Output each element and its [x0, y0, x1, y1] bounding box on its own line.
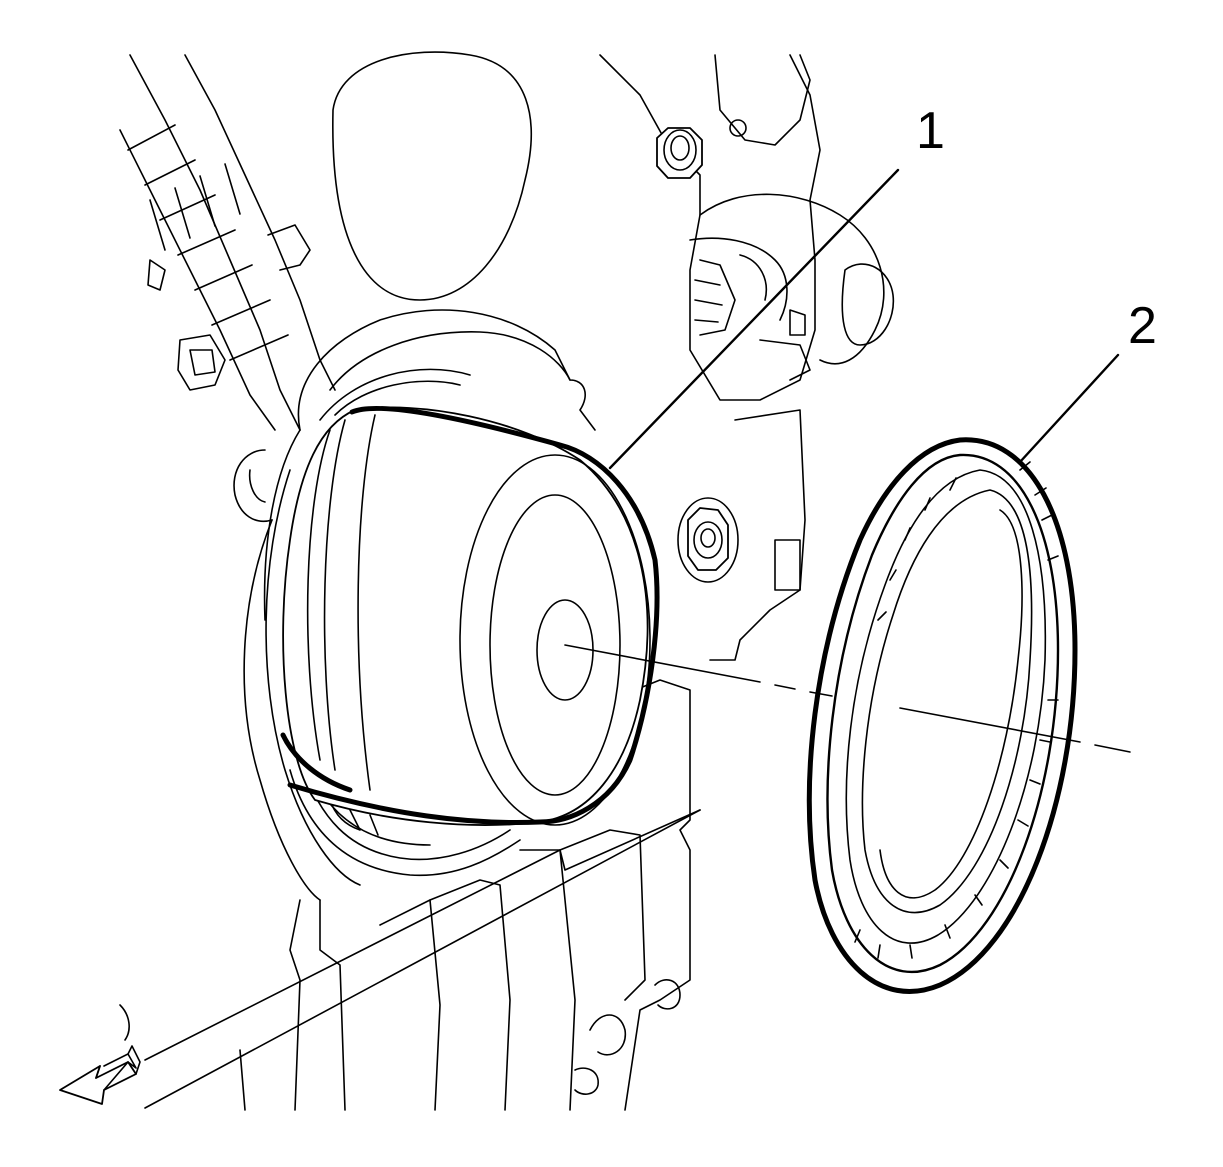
front-crankshaft-oil-seal [806, 437, 1078, 994]
engine-front-cover [119, 51, 895, 1111]
callout-2-number: 2 [1128, 297, 1157, 355]
ribbed-arm [119, 54, 336, 431]
seal-installer-tool [280, 405, 660, 826]
callout-1-number: 1 [916, 102, 945, 160]
arrow-left-down-icon [59, 1045, 141, 1105]
bolt-middle [677, 497, 739, 583]
callout-2-leader [1018, 353, 1120, 464]
callout-1-leader [608, 168, 900, 470]
bolt-upper [656, 127, 703, 179]
alignment-centerline [564, 644, 1131, 753]
